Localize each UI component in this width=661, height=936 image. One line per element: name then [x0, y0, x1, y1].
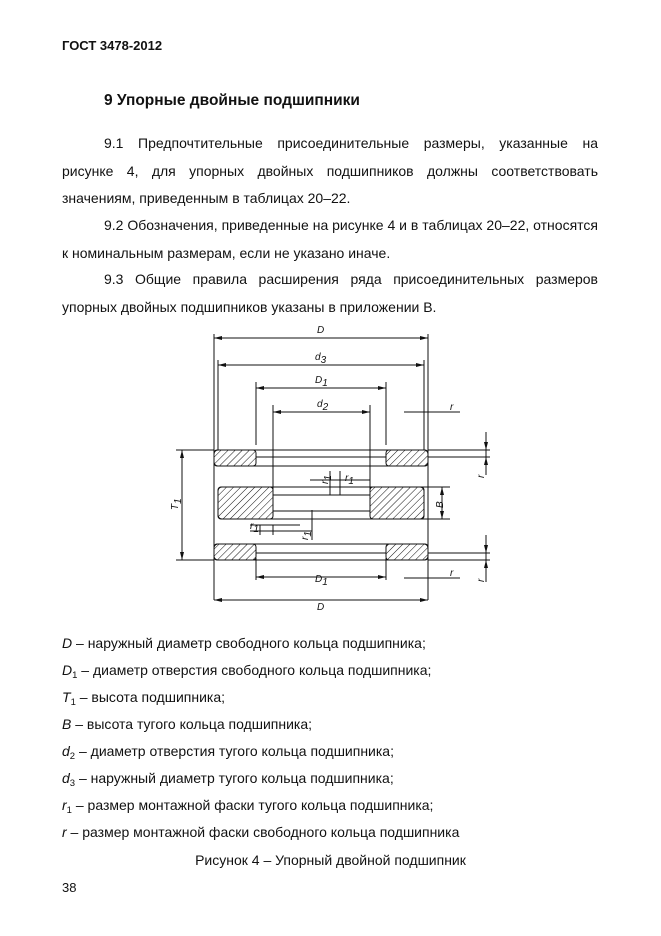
- label-r1-horizontal: r: [345, 473, 349, 484]
- svg-text:r: r: [476, 578, 487, 582]
- legend-symbol: d: [62, 743, 70, 759]
- label-r1-vertical-upper: r: [320, 480, 331, 484]
- svg-text:d2: d2: [317, 399, 329, 413]
- figure-caption: Рисунок 4 – Упорный двойной подшипник: [195, 852, 466, 868]
- legend-text: – наружный диаметр свободного кольца под…: [72, 635, 426, 651]
- svg-text:r: r: [476, 474, 487, 478]
- label-D-bottom: D: [317, 602, 324, 613]
- legend-item: D1 – диаметр отверстия свободного кольца…: [62, 657, 602, 684]
- bearing-drawing: D d3 D1 d2 r r1 r1 D1 r D T1 B r1 r1 r r: [170, 325, 490, 613]
- label-r1-left-sub: 1: [253, 524, 259, 535]
- svg-text:T1: T1: [170, 498, 184, 510]
- label-D1-bottom: D: [315, 574, 322, 585]
- label-D1-bottom-sub: 1: [322, 577, 328, 588]
- label-d3: d: [315, 352, 321, 363]
- legend-subscript: 1: [72, 670, 78, 681]
- svg-text:r1: r1: [345, 473, 354, 487]
- legend-subscript: 3: [69, 778, 76, 789]
- legend-item: D – наружный диаметр свободного кольца п…: [62, 630, 602, 657]
- svg-text:r: r: [450, 568, 454, 579]
- legend-item: d2 – диаметр отверстия тугого кольца под…: [62, 738, 602, 765]
- svg-text:r1: r1: [320, 475, 334, 484]
- symbol-legend: D – наружный диаметр свободного кольца п…: [62, 630, 602, 846]
- label-d2-sub: 2: [322, 402, 329, 413]
- legend-symbol: d: [62, 770, 70, 786]
- svg-text:D1: D1: [315, 375, 328, 389]
- label-d2: d: [317, 399, 323, 410]
- label-D1-top-sub: 1: [322, 378, 328, 389]
- legend-text: – размер монтажной фаски свободного коль…: [66, 824, 460, 840]
- label-T1-sub: 1: [173, 498, 184, 504]
- label-r-top: r: [450, 402, 454, 413]
- legend-item: B – высота тугого кольца подшипника;: [62, 711, 602, 738]
- paragraph-9-1: 9.1 Предпочтительные присоединительные р…: [62, 135, 598, 206]
- legend-symbol: D: [62, 635, 73, 651]
- label-B: B: [435, 501, 446, 508]
- svg-text:r1: r1: [250, 521, 259, 535]
- legend-subscript: 2: [69, 751, 76, 762]
- legend-symbol: r: [62, 824, 67, 840]
- label-r1-vertical-lower: r: [300, 536, 311, 540]
- legend-text: – высота тугого кольца подшипника;: [71, 716, 313, 732]
- section-title: 9 Упорные двойные подшипники: [104, 92, 360, 109]
- legend-item: T1 – высота подшипника;: [62, 684, 602, 711]
- legend-item: r – размер монтажной фаски свободного ко…: [62, 819, 602, 846]
- paragraph-9-3: 9.3 Общие правила расширения ряда присое…: [62, 271, 598, 315]
- svg-text:r: r: [450, 402, 454, 413]
- label-T1: T: [170, 503, 181, 510]
- legend-text: – диаметр отверстия тугого кольца подшип…: [75, 743, 394, 759]
- legend-symbol: B: [62, 716, 72, 732]
- svg-text:D: D: [317, 325, 324, 336]
- page-number: 38: [62, 880, 77, 895]
- svg-text:d3: d3: [315, 352, 327, 366]
- legend-text: – размер монтажной фаски тугого кольца п…: [71, 797, 434, 813]
- legend-text: – наружный диаметр тугого кольца подшипн…: [75, 770, 394, 786]
- label-r1-vertical-upper-sub: 1: [323, 475, 334, 481]
- legend-symbol: T: [62, 689, 71, 705]
- svg-text:D: D: [317, 602, 324, 613]
- legend-symbol: D: [62, 662, 73, 678]
- label-r-bottom: r: [450, 568, 454, 579]
- legend-symbol: r: [62, 797, 67, 813]
- svg-text:D1: D1: [315, 574, 328, 588]
- svg-text:r1: r1: [300, 531, 314, 540]
- paragraph-9-2: 9.2 Обозначения, приведенные на рисунке …: [62, 217, 598, 261]
- label-r-side-top: r: [476, 474, 487, 478]
- document-header: ГОСТ 3478-2012: [62, 38, 163, 53]
- legend-subscript: 1: [66, 805, 72, 816]
- label-r1-left: r: [250, 521, 254, 532]
- legend-text: – высота подшипника;: [75, 689, 226, 705]
- label-r1-vertical-lower-sub: 1: [303, 531, 314, 537]
- label-D-top: D: [317, 325, 324, 336]
- label-r1-horizontal-sub: 1: [348, 476, 354, 487]
- svg-text:B: B: [435, 501, 446, 508]
- label-d3-sub: 3: [321, 355, 327, 366]
- legend-item: r1 – размер монтажной фаски тугого кольц…: [62, 792, 602, 819]
- legend-item: d3 – наружный диаметр тугого кольца подш…: [62, 765, 602, 792]
- legend-subscript: 1: [70, 697, 76, 708]
- label-D1-top: D: [315, 375, 322, 386]
- legend-text: – диаметр отверстия свободного кольца по…: [77, 662, 432, 678]
- label-r-side-bottom: r: [476, 578, 487, 582]
